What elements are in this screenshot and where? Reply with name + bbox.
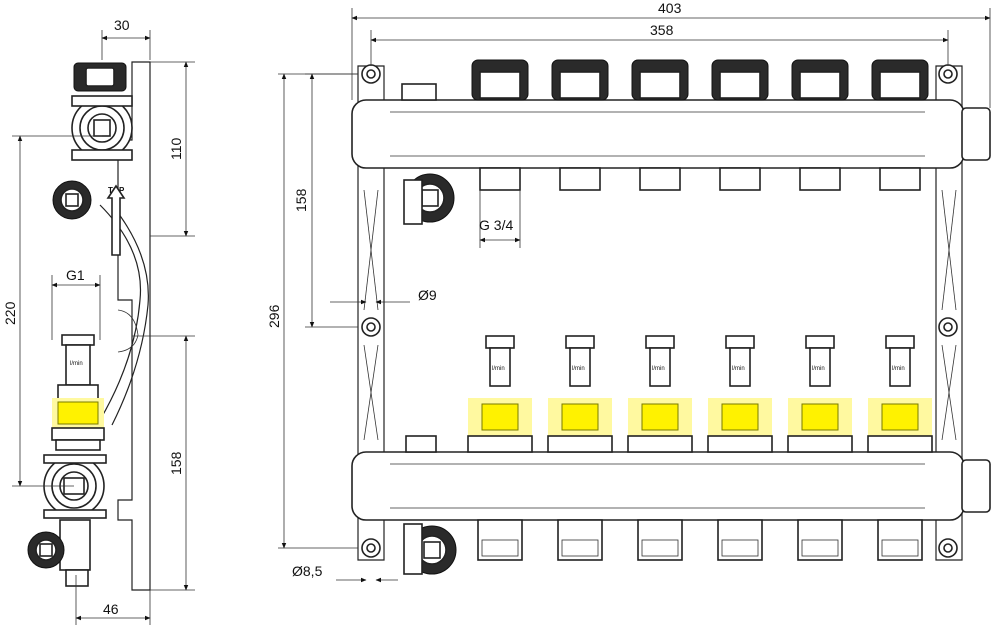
dim-hole-9: Ø9	[418, 287, 437, 303]
side-view: TOP l/min 30 1	[2, 17, 195, 625]
svg-text:l/min: l/min	[732, 366, 745, 372]
dim-total-width: 403	[658, 0, 682, 16]
dim-lower-height: 158	[168, 451, 184, 475]
upper-valve-caps	[471, 59, 929, 101]
dim-front-upper: 158	[293, 188, 309, 212]
dim-side-total: 220	[2, 301, 18, 325]
svg-text:l/min: l/min	[892, 366, 905, 372]
svg-text:l/min: l/min	[652, 366, 665, 372]
svg-text:l/min: l/min	[492, 366, 505, 372]
dim-front-total: 296	[266, 304, 282, 328]
dim-hole-85: Ø8,5	[292, 563, 323, 579]
svg-text:l/min: l/min	[572, 366, 585, 372]
upper-outlets	[479, 167, 921, 191]
dim-thread-side: G1	[66, 267, 85, 283]
dim-side-depth-bottom: 46	[103, 601, 119, 617]
svg-text:l/min: l/min	[70, 361, 83, 367]
front-view: l/min l/min l/min	[266, 0, 991, 583]
dim-side-depth-top: 30	[114, 17, 130, 33]
svg-text:l/min: l/min	[812, 366, 825, 372]
dim-upper-height: 110	[168, 137, 184, 160]
dim-pipe-span: 358	[650, 22, 674, 38]
dim-thread-outlet: G 3/4	[479, 217, 513, 233]
lower-outlets	[477, 519, 923, 561]
flowmeters: l/min l/min l/min	[467, 335, 933, 453]
